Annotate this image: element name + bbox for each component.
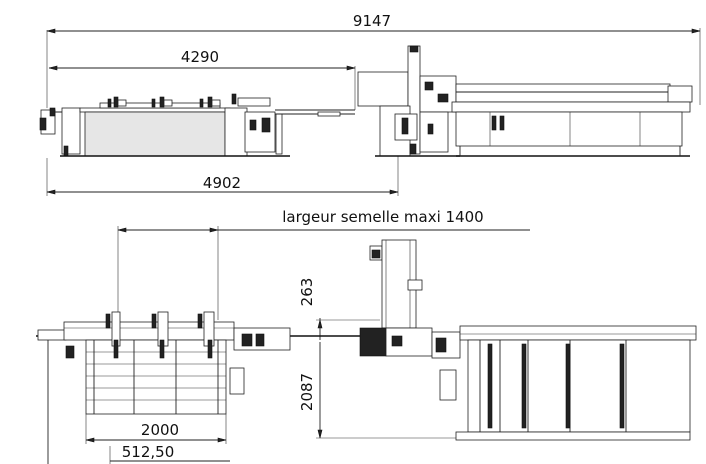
left-machine-body: [60, 93, 290, 157]
overall-length-label: 9147: [353, 12, 391, 30]
upper-offset-label: 263: [298, 278, 316, 307]
tower-unit: [357, 45, 460, 157]
left-section-label: 4290: [181, 48, 219, 66]
right-table-side: [451, 83, 693, 157]
sole-width-label: largeur semelle maxi 1400: [282, 208, 483, 226]
plan-head-1: [105, 311, 121, 359]
table-width-label: 2000: [141, 421, 179, 439]
side-elevation: 9147 4290 4902: [39, 12, 701, 196]
plan-head-2: [151, 311, 169, 359]
dimension-overall-length: 9147: [46, 12, 701, 108]
plan-view: largeur semelle maxi 1400 263 2087: [36, 208, 697, 464]
conveyor-rail: [275, 109, 355, 117]
dimension-sole-width: [117, 226, 530, 320]
tower-plan: [359, 239, 461, 359]
left-end-unit: [39, 107, 81, 157]
plan-head-3: [197, 311, 215, 359]
lower-depth-label: 2087: [298, 373, 316, 411]
dimension-table-width: 2000: [85, 414, 227, 444]
right-table-plan: [439, 325, 697, 441]
dimension-lower-depth: 2087: [298, 342, 460, 439]
dimension-left-section: 4290: [48, 48, 356, 110]
dimension-upper-offset: 263: [298, 278, 380, 340]
dimension-small-offset: 512,50: [109, 443, 230, 464]
dimension-lower-left: 4902: [46, 150, 399, 196]
print-head-1: [107, 96, 127, 108]
lower-left-label: 4902: [203, 174, 241, 192]
print-head-3: [199, 96, 221, 108]
print-head-2: [151, 96, 173, 108]
left-plan-machine: [36, 311, 380, 464]
small-offset-label: 512,50: [122, 443, 175, 461]
